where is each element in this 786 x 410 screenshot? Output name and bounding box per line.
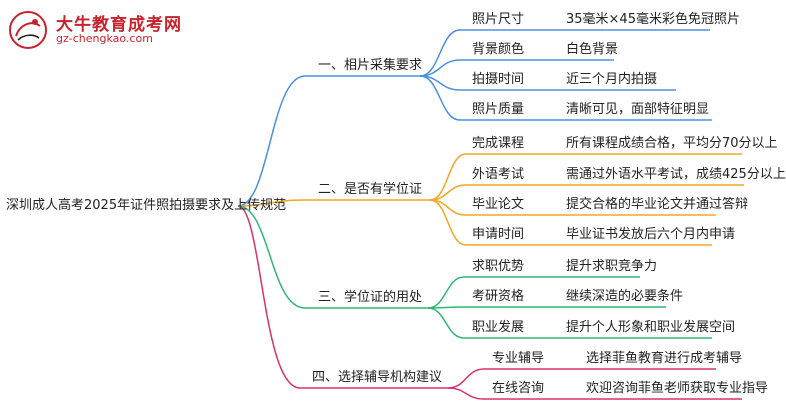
logo-badge-icon: [9, 11, 47, 49]
b4-item-2-value: 欢迎咨询菲鱼老师获取专业指导: [586, 381, 769, 396]
b2-item-3-value: 提交合格的毕业论文并通过答辩: [566, 197, 749, 212]
connector-b3-2: [427, 306, 666, 309]
b1-item-4-value: 清晰可见，面部特征明显: [566, 102, 710, 117]
connector-root-branch-4: [237, 205, 448, 389]
site-logo[interactable]: 大牛教育成考网 gz-chengkao.com: [8, 8, 188, 52]
connector-root-branch-1: [237, 75, 420, 207]
b2-item-1-value: 所有课程成绩合格，平均分70分以上: [566, 136, 778, 151]
connector-b2-2: [429, 184, 744, 201]
connector-b2-1: [429, 153, 742, 201]
b4-item-1-label: 专业辅导: [492, 351, 545, 366]
connector-root-branch-2: [237, 199, 430, 207]
logo-url: gz-chengkao.com: [56, 32, 153, 45]
branch-4-label: 四、选择辅导机构建议: [312, 370, 443, 385]
b1-item-1-label: 照片尺寸: [472, 12, 525, 27]
connector-b2-4: [429, 199, 712, 246]
branch-3-label: 三、学位证的用处: [318, 290, 423, 305]
b4-item-2-label: 在线咨询: [492, 381, 545, 396]
branch-1-label: 一、相片采集要求: [318, 58, 423, 73]
connector-b4-2: [447, 387, 742, 400]
mindmap-connectors: [237, 29, 744, 400]
b3-item-1-label: 求职优势: [472, 259, 525, 274]
connector-b4-1: [447, 368, 716, 389]
b2-item-4-label: 申请时间: [472, 227, 525, 242]
mindmap: 大牛教育成考网 gz-chengkao.com 深圳成人高考2025年证件照拍摄…: [6, 8, 786, 400]
b1-item-4-label: 照片质量: [472, 102, 525, 117]
connector-b1-2: [419, 59, 614, 77]
b1-item-2-label: 背景颜色: [472, 42, 525, 57]
connector-b3-3: [427, 307, 712, 339]
root-topic: 深圳成人高考2025年证件照拍摄要求及上传规范: [6, 198, 287, 213]
b2-item-2-value: 需通过外语水平考试，成绩425分以上: [566, 167, 786, 182]
b1-item-3-value: 近三个月内拍摄: [566, 72, 658, 87]
logo-title: 大牛教育成考网: [56, 15, 182, 35]
b3-item-3-value: 提升个人形象和职业发展空间: [566, 320, 736, 335]
b1-item-2-value: 白色背景: [566, 42, 619, 57]
b1-item-3-label: 拍摄时间: [472, 72, 525, 87]
b3-item-2-label: 考研资格: [472, 289, 525, 304]
b3-item-1-value: 提升求职竞争力: [566, 259, 658, 274]
b4-item-1-value: 选择菲鱼教育进行成考辅导: [586, 351, 743, 366]
b3-item-2-value: 继续深造的必要条件: [566, 289, 684, 304]
b1-item-1-value: 35毫米×45毫米彩色免冠照片: [566, 12, 740, 27]
b3-item-3-label: 职业发展: [472, 320, 525, 335]
b2-item-3-label: 毕业论文: [472, 197, 525, 212]
connector-b1-4: [419, 75, 712, 121]
connector-b3-1: [427, 276, 640, 309]
connector-root-branch-3: [237, 205, 428, 309]
b2-item-2-label: 外语考试: [472, 167, 525, 182]
connector-b1-1: [419, 29, 710, 77]
b2-item-1-label: 完成课程: [472, 136, 525, 151]
branch-2-label: 二、是否有学位证: [318, 182, 423, 197]
b2-item-4-value: 毕业证书发放后六个月内申请: [566, 227, 736, 242]
